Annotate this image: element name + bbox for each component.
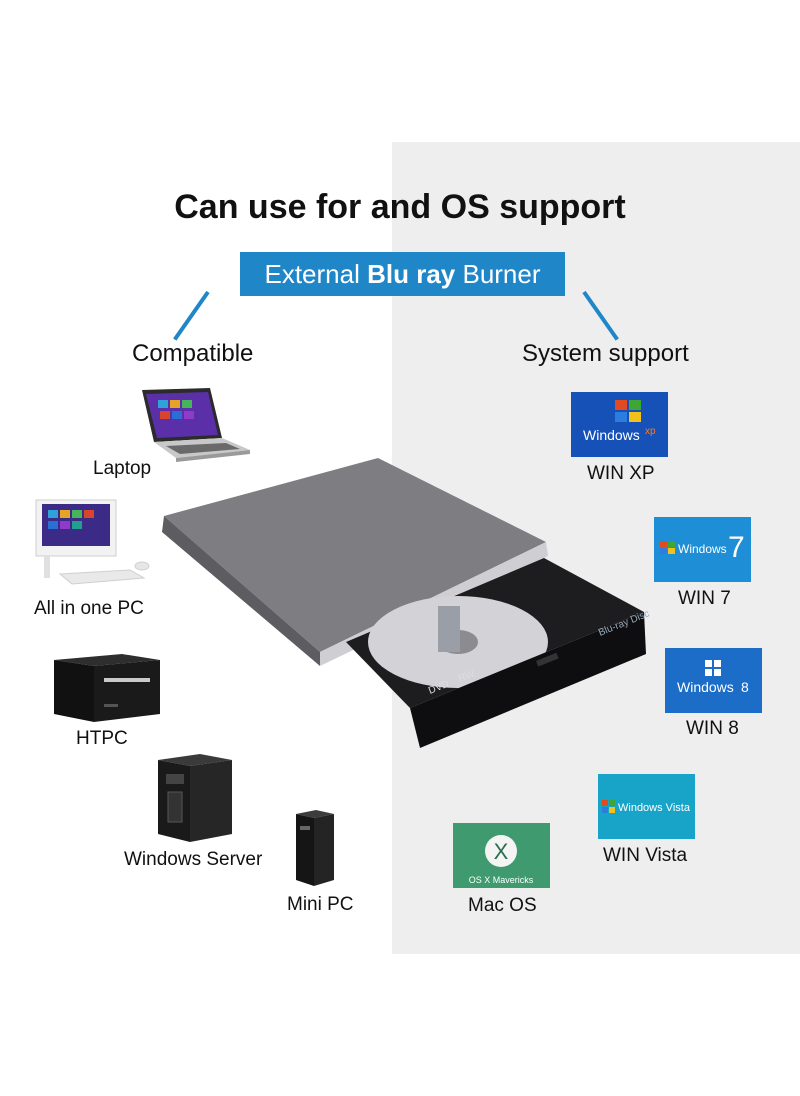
device-label-all-in-one-pc: All in one PC xyxy=(34,598,144,619)
product-banner: External Blu ray Burner xyxy=(240,252,565,296)
laptop-icon xyxy=(142,388,250,462)
os-label-win-7: WIN 7 xyxy=(678,588,731,609)
os-label-win-vista: WIN Vista xyxy=(603,845,688,866)
page-title: Can use for and OS support xyxy=(174,188,626,226)
mac-logo-x: X xyxy=(494,839,509,864)
windows-server-icon xyxy=(158,754,232,842)
windows-7-logo: Windows 7 xyxy=(654,517,751,582)
device-label-mini-pc: Mini PC xyxy=(287,894,354,915)
device-label-windows-server: Windows Server xyxy=(124,849,263,870)
xp-logo-text: Windows xyxy=(583,427,640,443)
mini-pc-icon xyxy=(296,810,334,886)
htpc-icon xyxy=(54,654,160,722)
w8-logo-text: Windows xyxy=(677,679,734,695)
os-label-win-xp: WIN XP xyxy=(587,463,655,484)
windows-8-logo: Windows 8 xyxy=(665,648,762,713)
w7-logo-text: Windows xyxy=(678,542,727,556)
vista-logo-text: Windows Vista xyxy=(618,802,691,814)
windows-xp-logo: Windows xp xyxy=(571,392,668,457)
all-in-one-pc-icon xyxy=(35,499,150,585)
compatible-heading: Compatible xyxy=(132,340,254,367)
windows-vista-logo: Windows Vista xyxy=(598,774,695,839)
blu-ray-drive-image: Blu-ray Disc DVD RW xyxy=(162,458,651,748)
w8-logo-num: 8 xyxy=(741,679,749,695)
mac-logo-text: OS X Mavericks xyxy=(469,875,534,885)
device-label-htpc: HTPC xyxy=(76,728,128,749)
banner-suffix: Burner xyxy=(455,259,541,289)
mac-os-logo: X OS X Mavericks xyxy=(453,823,550,888)
xp-logo-sup: xp xyxy=(645,426,656,437)
os-label-mac-os: Mac OS xyxy=(468,895,537,916)
system-support-heading: System support xyxy=(522,340,689,367)
left-connector-line xyxy=(173,290,210,341)
os-label-win-8: WIN 8 xyxy=(686,718,739,739)
banner-prefix: External xyxy=(264,259,368,289)
w7-logo-num: 7 xyxy=(728,531,745,564)
device-label-laptop: Laptop xyxy=(93,458,152,479)
banner-bold: Blu ray xyxy=(367,259,456,289)
